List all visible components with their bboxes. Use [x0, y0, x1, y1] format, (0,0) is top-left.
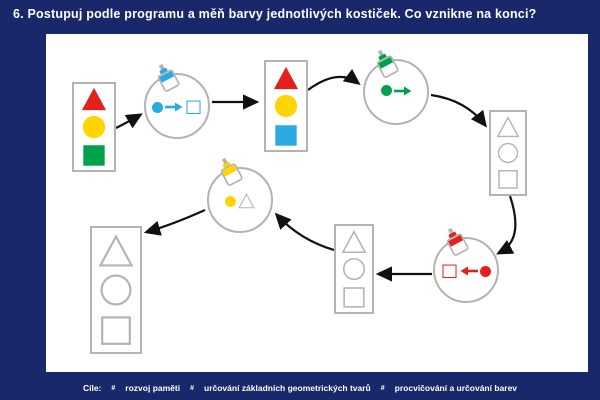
op-paint-square-red — [433, 227, 499, 303]
goals-footer: Cíle: # rozvoj paměti # určování základních… — [0, 383, 600, 393]
square-shape — [343, 286, 365, 308]
paint-can-icon — [220, 157, 243, 186]
card-after-blue — [264, 60, 308, 152]
paint-color-dot — [152, 101, 163, 113]
goal-item: určování základních geometrických tvarů — [204, 383, 371, 393]
goal-bullet: # — [190, 384, 194, 392]
triangle-shape — [496, 116, 520, 138]
square-shape — [498, 170, 518, 189]
arrow-1 — [115, 113, 143, 129]
goal-bullet: # — [380, 384, 385, 392]
triangle-shape — [273, 66, 299, 89]
paint-instruction — [209, 193, 271, 209]
arrow-8 — [143, 208, 206, 236]
op-paint-green — [363, 49, 429, 125]
paint-instruction — [365, 85, 427, 96]
card-blank-2 — [334, 224, 374, 314]
square-shape — [442, 264, 457, 279]
triangle-shape — [341, 229, 367, 253]
arrow-7 — [274, 212, 335, 252]
paint-arrow-icon — [393, 86, 411, 95]
card-result — [90, 226, 142, 354]
paint-arrow-icon — [165, 102, 183, 112]
paint-can-icon — [157, 63, 180, 92]
page-title: 6. Postupuj podle programu a měň barvy j… — [13, 7, 537, 21]
op-paint-triangle-yellow — [207, 157, 273, 233]
triangle-shape — [81, 87, 107, 111]
square-shape — [101, 315, 131, 345]
paint-arrow-icon — [460, 266, 478, 276]
square-shape — [186, 100, 201, 115]
triangle-shape — [98, 233, 134, 266]
goals-list: # rozvoj paměti # určování základních geome… — [111, 383, 517, 393]
paint-color-dot — [380, 85, 392, 96]
square-shape — [275, 124, 297, 146]
arrow-5 — [496, 195, 517, 255]
card-start — [72, 82, 116, 172]
goals-label: Cíle: — [82, 383, 102, 393]
arrow-3 — [307, 68, 361, 91]
goal-bullet: # — [111, 384, 116, 392]
paint-instruction — [435, 263, 497, 279]
flow-arrows — [115, 68, 517, 282]
paint-can-icon — [376, 49, 399, 78]
paint-can-icon — [446, 227, 469, 256]
op-paint-square-blue — [144, 63, 210, 139]
card-blank-1 — [489, 110, 527, 196]
goal-item: rozvoj paměti — [125, 383, 181, 393]
triangle-shape — [238, 193, 255, 209]
paint-instruction — [146, 99, 208, 115]
circle-shape — [82, 115, 106, 139]
square-shape — [83, 145, 105, 166]
paint-color-dot — [480, 265, 491, 277]
arrow-4 — [430, 93, 487, 128]
paint-color-dot — [225, 195, 236, 207]
circle-shape — [497, 142, 519, 164]
diagram-panel — [46, 34, 588, 372]
circle-shape — [274, 94, 298, 118]
circle-shape — [342, 257, 366, 281]
circle-shape — [100, 274, 132, 306]
goal-item: procvičování a určování barev — [394, 383, 518, 393]
